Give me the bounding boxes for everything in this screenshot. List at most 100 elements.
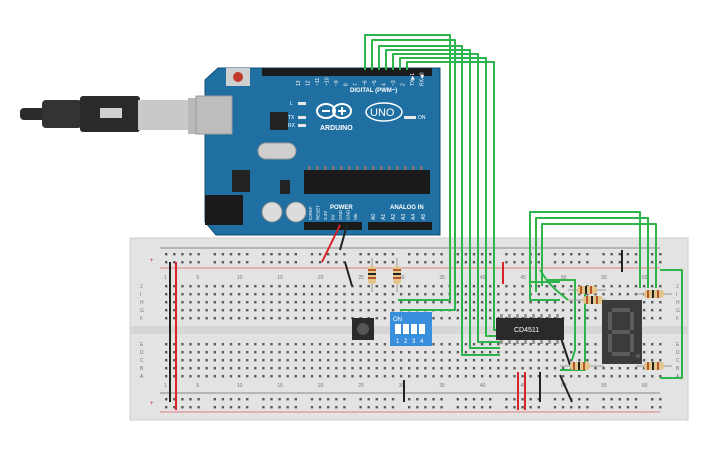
digital-pin-label: 12	[306, 80, 312, 86]
row-letter: B	[140, 366, 144, 372]
resistor-1[interactable]	[368, 258, 376, 292]
digital-pin-label: 8	[344, 83, 350, 86]
digital-header[interactable]	[262, 68, 432, 76]
row-letter: D	[676, 350, 680, 356]
row-letter: H	[140, 300, 144, 306]
segments	[608, 308, 640, 358]
row-letter: E	[676, 342, 680, 348]
dip-toggle-1[interactable]	[395, 324, 401, 334]
arduino-uno-board[interactable]: ARDUINO UNO DIGITAL (PWM~) POWER ANALOG …	[195, 67, 441, 236]
led-rx	[298, 124, 306, 127]
resistor-6[interactable]	[560, 362, 604, 370]
digital-pin-label: ~3	[391, 80, 397, 86]
reset-button-cap[interactable]	[233, 72, 243, 82]
resistor-7[interactable]	[636, 362, 672, 370]
power-pin-label: GND	[338, 209, 343, 220]
row-letter: D	[140, 350, 144, 356]
column-number: 15	[277, 275, 283, 281]
led-l	[298, 102, 306, 105]
analog-pin-label: A5	[421, 214, 427, 220]
column-number: 20	[318, 275, 324, 281]
resistor-4[interactable]	[568, 296, 606, 304]
brand-label: ARDUINO	[320, 125, 353, 132]
row-letter: F	[676, 316, 679, 322]
wire-black-a[interactable]	[344, 261, 353, 287]
column-number: 60	[642, 383, 648, 389]
power-wires[interactable]	[169, 224, 623, 410]
power-pin-label: IOREF	[308, 206, 313, 220]
analog-pin-label: A1	[381, 214, 387, 220]
row-letter: J	[676, 284, 679, 290]
capacitor-1	[261, 201, 283, 223]
resistor-2[interactable]	[393, 258, 401, 292]
resistor-3[interactable]	[568, 286, 606, 294]
row-letter: C	[140, 358, 144, 364]
atmega-pins	[308, 166, 423, 170]
led-l-label: L	[290, 101, 293, 107]
digital-pin-label: 7	[353, 83, 359, 86]
dip-number-3: 3	[412, 339, 416, 345]
column-number: 30	[399, 383, 405, 389]
power-header[interactable]	[304, 222, 362, 230]
usb-icon	[100, 108, 122, 118]
column-number: 35	[439, 275, 445, 281]
column-number: 50	[561, 275, 567, 281]
digital-pin-label: TX▶1	[410, 73, 416, 86]
rail-plus-label-bottom: +	[150, 401, 154, 407]
cd4511-ic[interactable]: CD4511	[496, 314, 564, 344]
row-letter: C	[676, 358, 680, 364]
capacitor-2	[285, 201, 307, 223]
dip-number-4: 4	[420, 339, 424, 345]
rail-plus-label-top: +	[150, 258, 154, 264]
column-number: 1	[164, 383, 167, 389]
seven-segment-display[interactable]: 8	[0, 0, 642, 364]
digital-pin-label: 4	[382, 83, 388, 86]
digital-pin-label: 2	[401, 83, 407, 86]
analog-header[interactable]	[368, 222, 432, 230]
dip-toggle-4[interactable]	[419, 324, 425, 334]
led-on-label: ON	[418, 115, 426, 121]
resistor-5[interactable]	[636, 290, 672, 298]
column-number: 45	[520, 383, 526, 389]
analog-pin-label: A0	[371, 214, 377, 220]
push-button[interactable]	[352, 318, 374, 340]
column-number: 25	[358, 275, 364, 281]
analog-header-label: ANALOG IN	[390, 205, 424, 211]
column-number: 45	[520, 275, 526, 281]
dip-switch[interactable]: ON 1 2 3 4	[390, 312, 432, 346]
wire-gnd[interactable]	[339, 224, 348, 251]
column-number: 40	[480, 275, 486, 281]
digital-pin-label: ~6	[363, 80, 369, 86]
crystal	[257, 142, 297, 160]
digital-pin-label: RX◀0	[420, 72, 426, 86]
column-number: 55	[601, 383, 607, 389]
breadboard-holes[interactable]	[165, 253, 662, 409]
analog-pin-label: A2	[391, 214, 397, 220]
row-letter: B	[676, 366, 680, 372]
signal-wires[interactable]	[364, 34, 683, 379]
led-on	[404, 116, 416, 119]
ic-label: CD4511	[514, 327, 539, 334]
dip-toggle-3[interactable]	[411, 324, 417, 334]
wire-5v[interactable]	[321, 224, 341, 263]
column-number: 60	[642, 275, 648, 281]
resistors[interactable]	[368, 258, 672, 370]
dip-toggle-2[interactable]	[403, 324, 409, 334]
led-tx-label: TX	[288, 115, 295, 121]
column-number: 50	[561, 383, 567, 389]
usb-jack	[195, 95, 233, 135]
column-number: 5	[196, 275, 199, 281]
column-number: 15	[277, 383, 283, 389]
row-letter: A	[140, 374, 144, 380]
power-pin-label: Vin	[353, 213, 358, 220]
wire-black-d[interactable]	[559, 374, 573, 403]
digital-pin-label: 13	[296, 80, 302, 86]
power-pin-label: 3.3V	[323, 211, 328, 220]
arduino-logo	[316, 103, 352, 119]
row-letter: J	[140, 284, 143, 290]
